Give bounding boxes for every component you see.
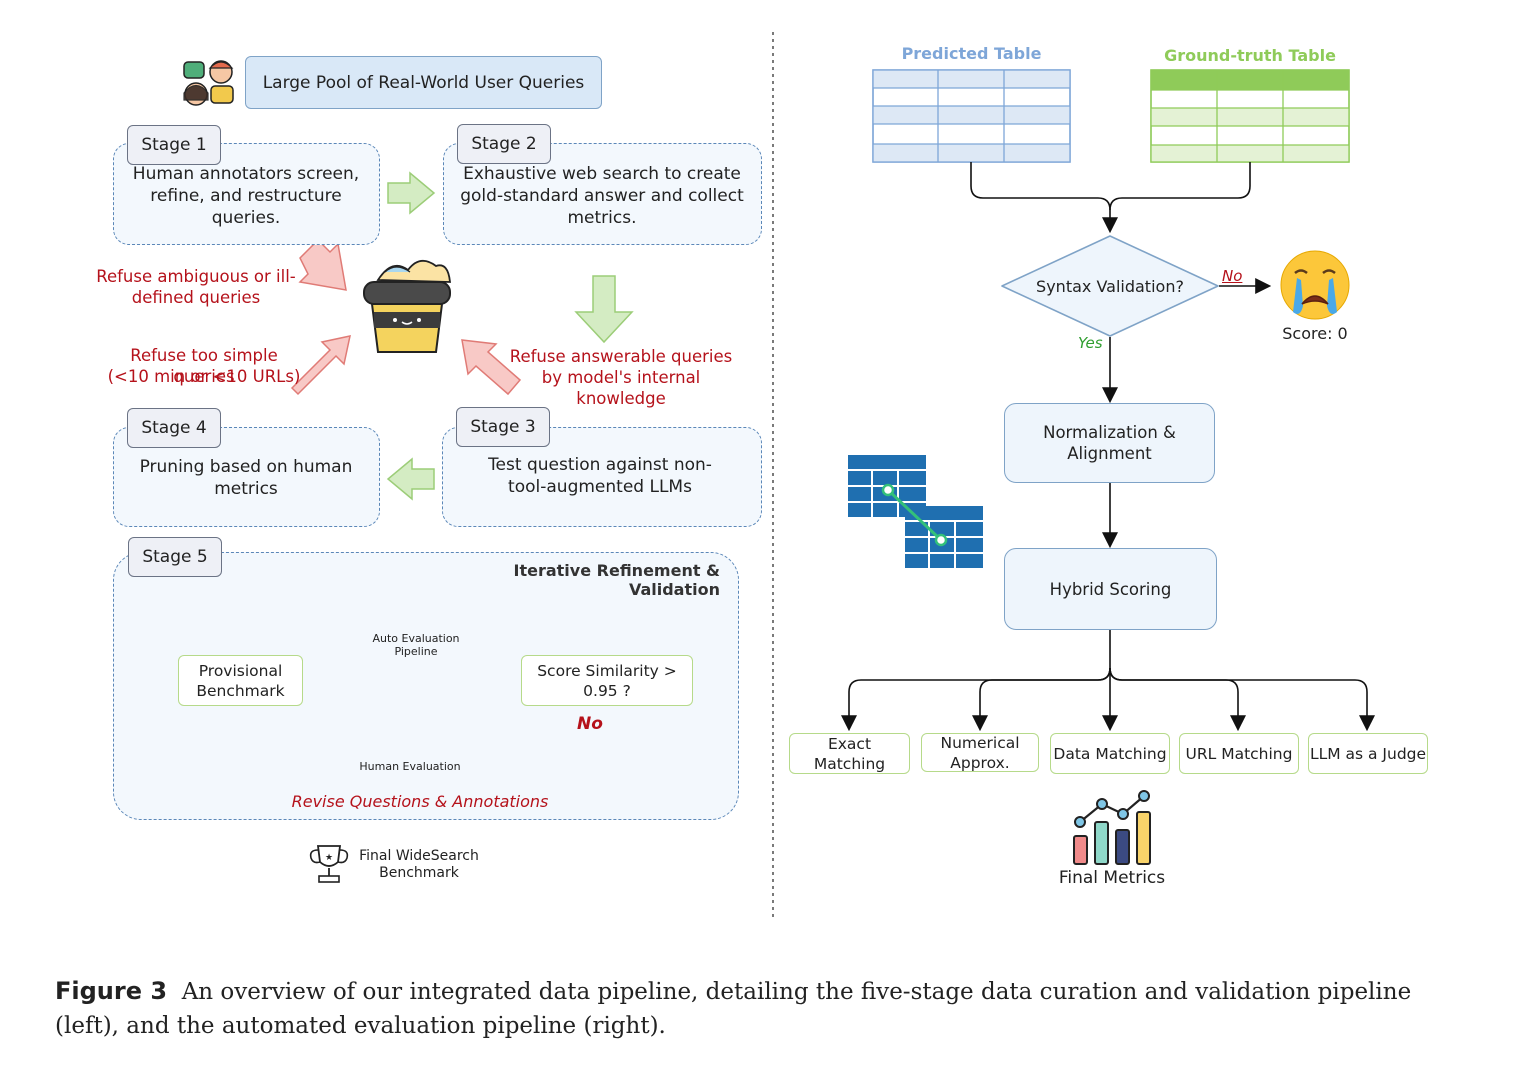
refuse-answerable-label: Refuse answerable queries by model's int… <box>509 347 733 408</box>
provisional-benchmark-box: Provisional Benchmark <box>178 655 303 706</box>
stage5-no-label: No <box>577 714 603 734</box>
arrow-stage1-to-2 <box>387 171 436 215</box>
final-benchmark-label: Final WideSearch Benchmark <box>359 848 479 881</box>
figure-caption: Figure 3 An overview of our integrated d… <box>55 974 1475 1043</box>
table-link-icon <box>848 455 983 568</box>
method-numerical-approx: Numerical Approx. <box>921 733 1039 772</box>
method-llm-judge: LLM as a Judge <box>1308 733 1428 774</box>
stage4-tag: Stage 4 <box>127 408 221 448</box>
yes-label: Yes <box>1078 334 1103 352</box>
predicted-table-grid <box>872 69 1071 163</box>
stage2-text: Exhaustive web search to create gold-sta… <box>460 164 744 228</box>
human-eval-label: Human Evaluation <box>359 760 461 773</box>
crying-face-icon <box>1280 250 1350 320</box>
svg-text:★: ★ <box>325 853 333 863</box>
stage1-tag: Stage 1 <box>127 125 221 165</box>
merge-connector <box>970 162 1118 234</box>
hybrid-fanout <box>841 628 1375 732</box>
ground-truth-table-title: Ground-truth Table <box>1164 46 1336 65</box>
stage5-title: Iterative Refinement & Validation <box>513 561 720 599</box>
stage3-tag: Stage 3 <box>456 407 550 447</box>
final-metrics-label: Final Metrics <box>1058 868 1166 888</box>
score-similarity-box: Score Similarity > 0.95 ? <box>521 655 693 706</box>
query-pool-box: Large Pool of Real-World User Queries <box>245 56 602 109</box>
revise-label: Revise Questions & Annotations <box>291 792 549 811</box>
trophy-icon: ★ <box>309 845 349 883</box>
stage5-tag: Stage 5 <box>128 537 222 577</box>
figure-label: Figure 3 <box>55 977 168 1005</box>
stage3-text: Test question against non-tool-augmented… <box>488 455 712 497</box>
arrow-stage2-to-3 <box>574 275 634 344</box>
predicted-table-title: Predicted Table <box>901 44 1042 63</box>
chat-people-icon <box>183 60 234 106</box>
ground-truth-table-grid <box>1150 69 1350 163</box>
bar-chart-icon <box>1073 790 1151 865</box>
normalization-box: Normalization & Alignment <box>1004 403 1215 483</box>
refuse-simple-label-1: Refuse too simple queries <box>130 346 278 386</box>
no-label: No <box>1222 267 1243 285</box>
refuse-ambiguous-label: Refuse ambiguous or ill-defined queries <box>96 267 296 307</box>
syntax-validation-diamond <box>1001 235 1219 337</box>
figure-caption-text: An overview of our integrated data pipel… <box>55 979 1412 1039</box>
auto-eval-label: Auto Evaluation Pipeline <box>372 632 460 658</box>
stage4-text: Pruning based on human metrics <box>139 457 353 499</box>
trash-bin-icon <box>363 260 451 353</box>
method-exact-matching: Exact Matching <box>789 733 910 774</box>
refuse-arrow-answerable <box>461 339 522 396</box>
refuse-simple-label-2: (<10 min or <10 URLs) <box>107 367 301 386</box>
arrow-stage3-to-4 <box>386 457 435 501</box>
stage2-tag: Stage 2 <box>457 124 551 164</box>
method-url-matching: URL Matching <box>1179 733 1299 774</box>
syntax-validation-label: Syntax Validation? <box>1036 276 1184 296</box>
query-pool-label: Large Pool of Real-World User Queries <box>262 72 585 93</box>
stage1-text: Human annotators screen, refine, and res… <box>132 164 360 228</box>
refuse-arrow-ambiguous <box>298 238 347 291</box>
score-label: Score: 0 <box>1282 324 1348 343</box>
refuse-arrow-simple <box>290 335 351 396</box>
hybrid-scoring-box: Hybrid Scoring <box>1004 548 1217 630</box>
method-data-matching: Data Matching <box>1050 733 1170 774</box>
